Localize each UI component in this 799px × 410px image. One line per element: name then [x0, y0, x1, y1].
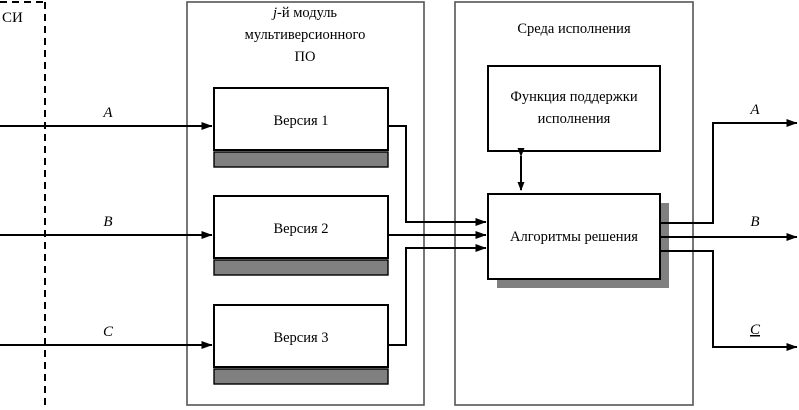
version-box-1-body [213, 87, 389, 151]
right-panel-title: Среда исполнения [517, 21, 631, 37]
left-panel-title-line-3: ПО [295, 49, 316, 65]
output-label-c: C [750, 322, 761, 338]
algorithms-box[interactable]: Алгоритмы решения [487, 193, 669, 288]
input-label-b: B [103, 214, 112, 230]
output-arrow-c: C [660, 250, 798, 351]
input-arrow-a: A [0, 105, 213, 130]
algorithms-box-body [487, 193, 661, 280]
version-box-2[interactable]: Версия 2 [213, 195, 389, 276]
version-box-2-label: Версия 2 [273, 221, 328, 237]
left-panel-title-line-1: j-й модуль [271, 5, 337, 21]
input-arrow-b: B [0, 214, 213, 239]
si-boundary-group: СИ [0, 1, 46, 408]
support-function-box-label-line-1: Функция поддержки [510, 89, 637, 105]
left-panel-title-rest-1: -й модуль [277, 5, 337, 21]
connector-version1-to-algorithms [388, 125, 487, 226]
version-box-3-gray-bar [213, 368, 389, 385]
version-box-2-gray-bar [213, 259, 389, 276]
si-corner-label: СИ [2, 10, 23, 26]
input-label-c: C [103, 324, 114, 340]
left-panel-title: j-й модуль мультиверсионного ПО [245, 5, 366, 65]
output-label-b: B [750, 214, 759, 230]
version-box-3[interactable]: Версия 3 [213, 304, 389, 385]
left-panel-title-italic-j: j [271, 5, 277, 21]
output-arrow-b: B [660, 214, 798, 241]
version-box-2-body [213, 195, 389, 259]
connector-version3-to-algorithms [388, 244, 487, 346]
output-arrow-c-line [660, 250, 798, 351]
support-function-box[interactable]: Функция поддержки исполнения [487, 65, 661, 152]
left-panel-title-line-2: мультиверсионного [245, 27, 366, 43]
algorithms-box-label: Алгоритмы решения [510, 229, 638, 245]
support-function-box-body [487, 65, 661, 152]
left-panel-border [186, 1, 425, 406]
input-label-a: A [102, 105, 113, 121]
version-box-3-body [213, 304, 389, 368]
output-arrow-a: A [660, 102, 798, 224]
support-function-box-label-line-2: исполнения [538, 111, 611, 127]
output-label-a: A [749, 102, 760, 118]
input-arrow-c: C [0, 324, 213, 349]
version-box-1[interactable]: Версия 1 [213, 87, 389, 168]
version-box-1-label: Версия 1 [273, 113, 328, 129]
version-box-3-label: Версия 3 [273, 330, 328, 346]
output-arrow-a-line [660, 119, 798, 224]
version-box-1-gray-bar [213, 151, 389, 168]
right-panel-border [454, 1, 694, 406]
